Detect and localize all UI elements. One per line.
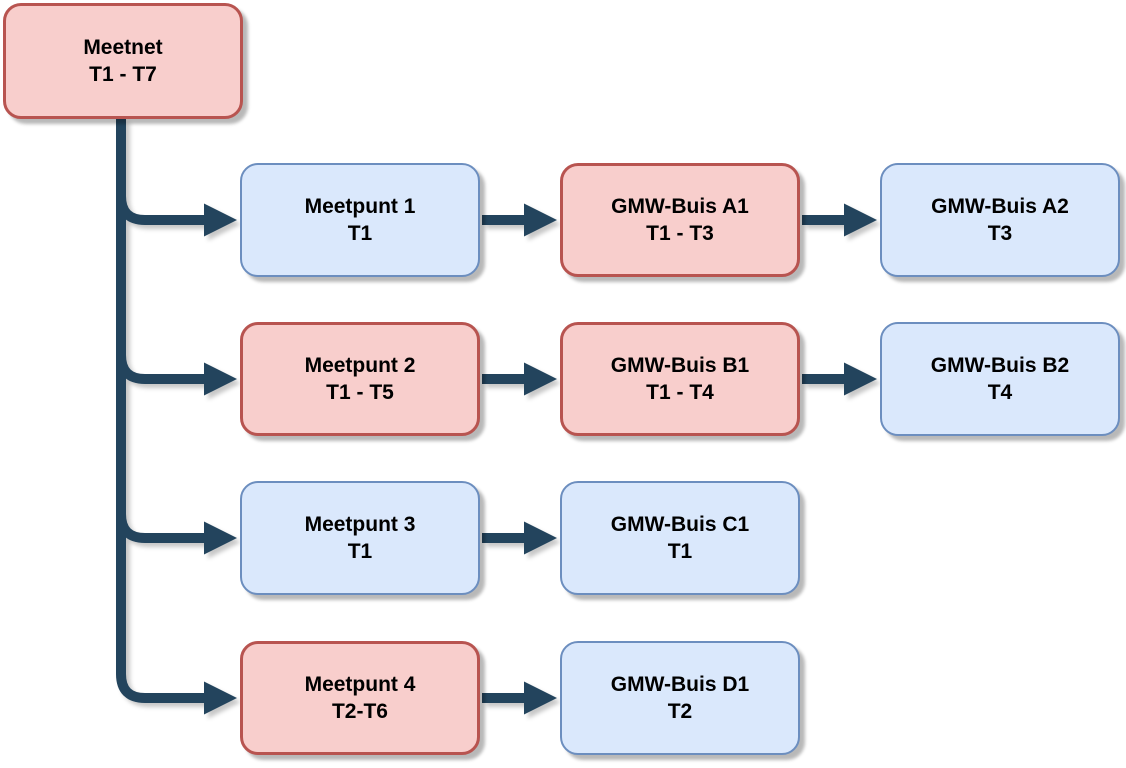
arrowhead	[204, 203, 237, 237]
node-gmw-buis-a2: GMW-Buis A2 T3	[880, 163, 1120, 277]
node-label: GMW-Buis D1	[610, 673, 750, 696]
node-gmw-buis-b1: GMW-Buis B1 T1 - T4	[560, 322, 800, 436]
node-label: Meetpunt 1	[304, 195, 416, 218]
node-sublabel: T1	[667, 540, 693, 563]
edge-meetnet-meetpunt-2	[116, 119, 237, 396]
node-gmw-buis-c1: GMW-Buis C1 T1	[560, 481, 800, 595]
node-label: GMW-Buis C1	[610, 513, 750, 536]
edge-gmw-buis-b1-gmw-buis-b2	[802, 362, 877, 396]
edge-gmw-buis-a1-gmw-buis-a2	[802, 203, 877, 237]
node-meetpunt-4: Meetpunt 4 T2-T6	[240, 641, 480, 755]
node-sublabel: T3	[987, 222, 1013, 245]
arrowhead	[204, 362, 237, 396]
node-meetpunt-3: Meetpunt 3 T1	[240, 481, 480, 595]
node-label: GMW-Buis B2	[930, 354, 1070, 377]
arrowhead	[524, 362, 557, 396]
edge-meetpunt-1-gmw-buis-a1	[482, 203, 557, 237]
node-meetpunt-2: Meetpunt 2 T1 - T5	[240, 322, 480, 436]
edge-meetnet-meetpunt-3	[116, 119, 237, 555]
node-label: Meetpunt 2	[304, 354, 416, 377]
node-sublabel: T2	[667, 700, 693, 723]
node-label: GMW-Buis B1	[610, 354, 750, 377]
node-sublabel: T1	[347, 540, 373, 563]
node-gmw-buis-b2: GMW-Buis B2 T4	[880, 322, 1120, 436]
edge-meetnet-meetpunt-1	[116, 119, 237, 237]
node-label: GMW-Buis A1	[611, 195, 749, 218]
node-label: GMW-Buis A2	[931, 195, 1069, 218]
node-label: Meetpunt 3	[304, 513, 416, 536]
node-gmw-buis-a1: GMW-Buis A1 T1 - T3	[560, 163, 800, 277]
node-sublabel: T1	[347, 222, 373, 245]
edge-meetpunt-2-gmw-buis-b1	[482, 362, 557, 396]
node-label: Meetpunt 4	[304, 673, 416, 696]
arrowhead	[204, 521, 237, 555]
arrowhead	[524, 681, 557, 715]
node-gmw-buis-d1: GMW-Buis D1 T2	[560, 641, 800, 755]
arrowhead	[524, 203, 557, 237]
node-sublabel: T1 - T4	[646, 381, 714, 404]
arrowhead	[844, 203, 877, 237]
node-sublabel: T4	[987, 381, 1013, 404]
node-sublabel: T1 - T3	[646, 222, 714, 245]
node-sublabel: T1 - T7	[89, 63, 157, 86]
node-label: Meetnet	[83, 36, 163, 59]
arrowhead	[844, 362, 877, 396]
edge-meetpunt-4-gmw-buis-d1	[482, 681, 557, 715]
edge-meetnet-meetpunt-4	[116, 119, 237, 715]
node-sublabel: T2-T6	[331, 700, 388, 723]
arrowhead	[524, 521, 557, 555]
edge-meetpunt-3-gmw-buis-c1	[482, 521, 557, 555]
node-sublabel: T1 - T5	[326, 381, 394, 404]
node-meetpunt-1: Meetpunt 1 T1	[240, 163, 480, 277]
arrowhead	[204, 681, 237, 715]
node-meetnet: Meetnet T1 - T7	[3, 3, 243, 119]
